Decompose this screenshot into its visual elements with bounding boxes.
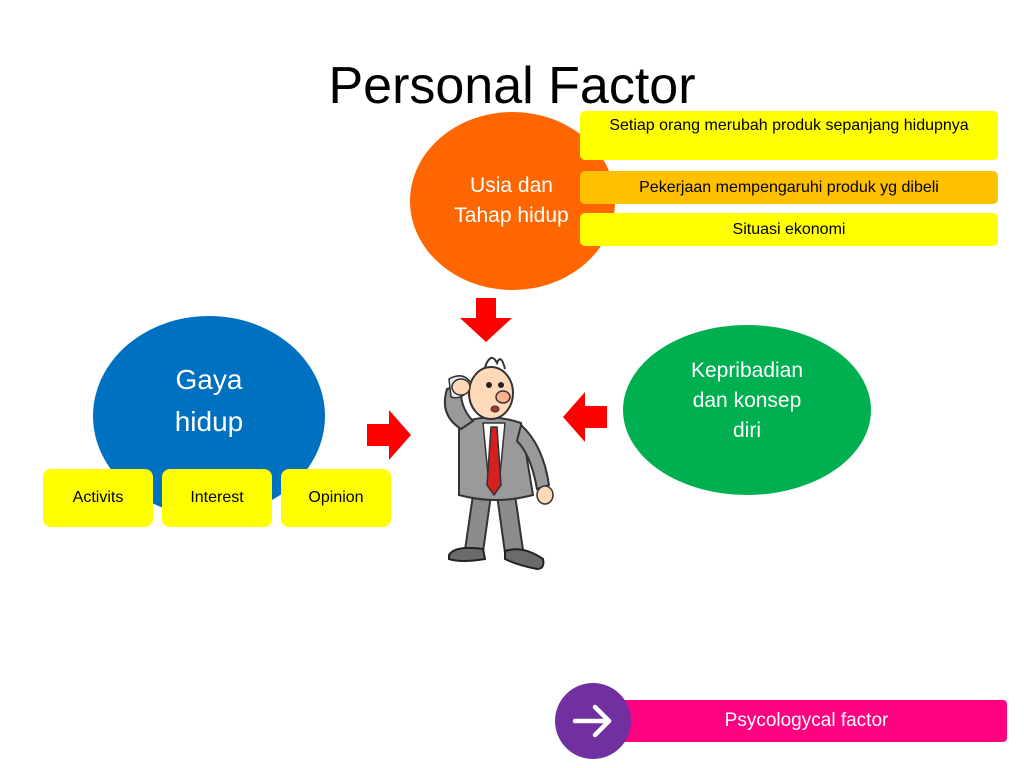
next-topic-label: Psycologycal factor xyxy=(724,710,889,731)
gaya-item-activits: Activits xyxy=(43,469,153,527)
slide-title: Personal Factor xyxy=(328,57,696,115)
usia-detail-3: Situasi ekonomi xyxy=(580,213,998,246)
arrow-right-icon xyxy=(572,704,612,738)
next-arrow-circle[interactable] xyxy=(555,683,631,759)
usia-label: Usia dan Tahap hidup xyxy=(454,174,569,227)
usia-detail-2: Pekerjaan mempengaruhi produk yg dibeli xyxy=(580,171,998,204)
gaya-item-opinion: Opinion xyxy=(281,469,391,527)
next-topic-button[interactable]: Psycologycal factor xyxy=(606,700,1007,742)
confused-man-illustration xyxy=(443,356,554,571)
kepribadian-label: Kepribadian dan konsep diri xyxy=(690,359,804,442)
gaya-item-interest: Interest xyxy=(162,469,272,527)
kepribadian-circle: Kepribadian dan konsep diri xyxy=(623,325,871,495)
usia-detail-1: Setiap orang merubah produk sepanjang hi… xyxy=(580,111,998,160)
arrow-left-red-icon xyxy=(563,392,607,442)
gaya-label: Gaya hidup xyxy=(174,364,244,437)
arrow-down-icon xyxy=(460,298,512,342)
arrow-right-red-icon xyxy=(367,410,411,460)
